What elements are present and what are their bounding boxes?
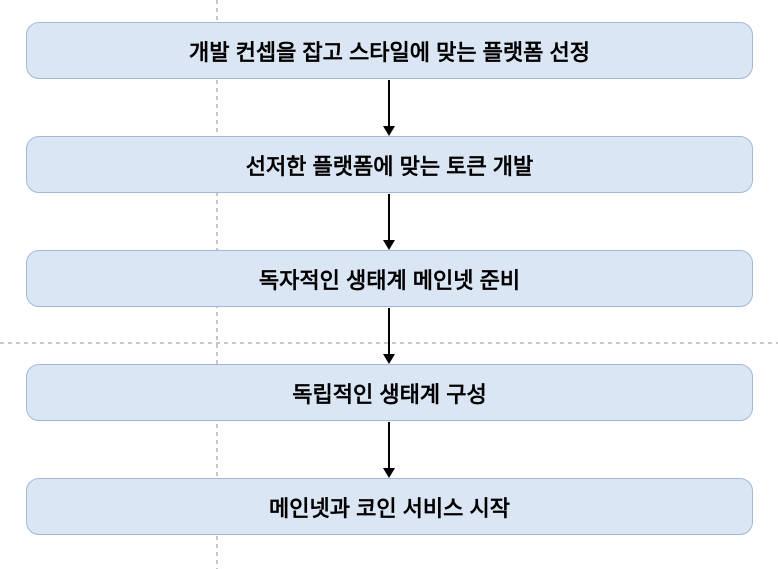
flow-step-3: 독자적인 생태계 메인넷 준비 <box>26 250 753 307</box>
flow-step-5: 메인넷과 코인 서비스 시작 <box>26 478 753 535</box>
arrow-head <box>382 126 395 136</box>
arrow-head <box>382 240 395 250</box>
flow-step-2-label: 선저한 플랫폼에 맞는 토큰 개발 <box>245 153 534 179</box>
flow-step-1: 개발 컨셉을 잡고 스타일에 맞는 플랫폼 선정 <box>26 22 753 79</box>
flow-step-4-label: 독립적인 생태계 구성 <box>292 381 487 407</box>
down-arrow-icon <box>382 422 395 478</box>
arrow-head <box>382 468 395 478</box>
arrow-stem <box>387 422 390 468</box>
down-arrow-icon <box>382 194 395 250</box>
flow-step-5-label: 메인넷과 코인 서비스 시작 <box>269 495 510 521</box>
arrow-stem <box>387 80 390 126</box>
arrow-head <box>382 354 395 364</box>
flow-step-1-label: 개발 컨셉을 잡고 스타일에 맞는 플랫폼 선정 <box>189 39 590 65</box>
arrow-stem <box>387 308 390 354</box>
flow-step-2: 선저한 플랫폼에 맞는 토큰 개발 <box>26 136 753 193</box>
flow-step-3-label: 독자적인 생태계 메인넷 준비 <box>258 267 521 293</box>
down-arrow-icon <box>382 308 395 364</box>
arrow-stem <box>387 194 390 240</box>
flow-step-4: 독립적인 생태계 구성 <box>26 364 753 421</box>
down-arrow-icon <box>382 80 395 136</box>
